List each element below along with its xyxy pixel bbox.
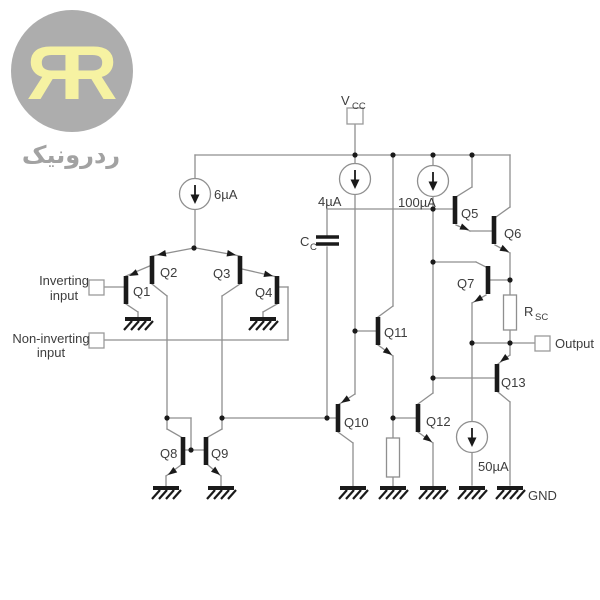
vcc-sub-label: CC [352, 101, 366, 112]
cap-cc-sub-label: C [310, 242, 317, 253]
current-6ua-label: 6µA [214, 187, 238, 202]
q13-label: Q13 [501, 375, 526, 390]
capacitor-cc [316, 235, 339, 246]
output-label: Output [555, 336, 594, 351]
logo: R R ردرونیک [11, 10, 133, 169]
logo-letter-mirrored: R [27, 31, 82, 116]
q11-label: Q11 [384, 325, 408, 340]
noninverting-input-label-line2: input [37, 345, 66, 360]
current-source-50ua [455, 420, 489, 454]
q6-label: Q6 [504, 226, 521, 241]
current-50ua-label: 50µA [478, 459, 509, 474]
labels: V CC 6µA 4µA 100µA 50µA C C R SC Q1 Q2 Q… [12, 93, 594, 503]
vcc-terminal [346, 107, 364, 125]
current-source-100ua [416, 164, 450, 198]
res-rsc-sub-label: SC [535, 312, 548, 323]
transistor-bars [123, 196, 500, 465]
noninverting-input-terminal [88, 332, 105, 349]
output-terminal [534, 335, 551, 352]
q8-label: Q8 [160, 446, 177, 461]
cap-cc-label: C [300, 234, 309, 249]
current-source-4ua [338, 162, 372, 196]
logo-wordmark: ردرونیک [22, 142, 120, 169]
current-4ua-label: 4µA [318, 194, 342, 209]
resistor-rsc [502, 294, 518, 331]
inverting-input-label-line2: input [50, 288, 79, 303]
current-source-6ua [178, 177, 212, 211]
q10-label: Q10 [344, 415, 369, 430]
q2-label: Q2 [160, 265, 177, 280]
q1-label: Q1 [133, 284, 150, 299]
vcc-label: V [341, 93, 350, 108]
resistor-bias [385, 437, 401, 478]
junction-dots [164, 152, 513, 453]
current-100ua-label: 100µA [398, 195, 436, 210]
q9-label: Q9 [211, 446, 228, 461]
q12-label: Q12 [426, 414, 451, 429]
inverting-input-terminal [88, 279, 105, 296]
noninverting-input-label-line1: Non-inverting [12, 331, 89, 346]
res-rsc-label: R [524, 304, 533, 319]
gnd-label: GND [528, 488, 557, 503]
logo-circle [11, 10, 133, 132]
wires [103, 123, 536, 487]
q3-label: Q3 [213, 266, 230, 281]
logo-letter-left: R [27, 31, 82, 116]
q5-label: Q5 [461, 206, 478, 221]
logo-letter-right: R [63, 31, 118, 116]
q4-label: Q4 [255, 285, 272, 300]
inverting-input-label-line1: Inverting [39, 273, 89, 288]
q7-label: Q7 [457, 276, 474, 291]
